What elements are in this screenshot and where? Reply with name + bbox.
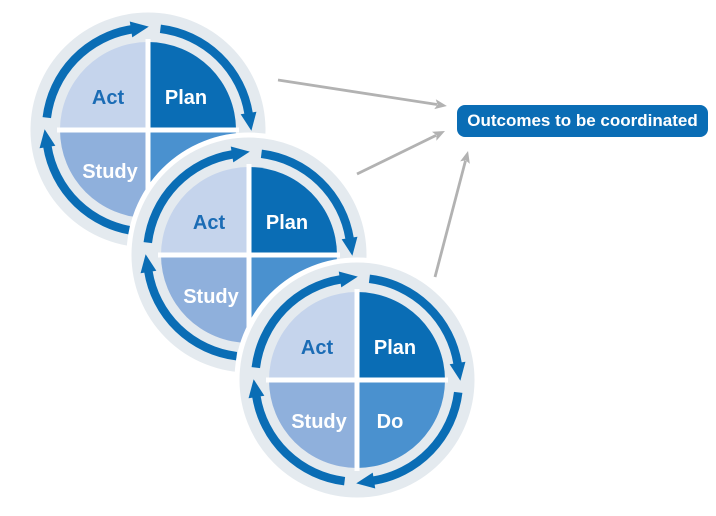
outcomes-box: Outcomes to be coordinated xyxy=(457,105,708,137)
act-label: Act xyxy=(301,337,334,359)
study-label: Study xyxy=(291,411,347,433)
plan-label: Plan xyxy=(266,212,308,234)
act-label: Act xyxy=(92,87,125,109)
connector-arrow-cycle1 xyxy=(277,78,447,110)
do-label: Do xyxy=(377,411,404,433)
connector-arrow-cycle2 xyxy=(356,131,445,176)
plan-label: Plan xyxy=(165,87,207,109)
study-label: Study xyxy=(183,286,239,308)
act-label: Act xyxy=(193,212,226,234)
plan-label: Plan xyxy=(374,337,416,359)
pdsa-cycle-3: Act Plan Study Do xyxy=(237,260,477,500)
pdsa-cycle-2: Act Plan Study xyxy=(129,135,369,375)
connector-arrow-cycle3 xyxy=(433,151,470,278)
study-label: Study xyxy=(82,161,138,183)
pdsa-cycle-1: Act Plan Study xyxy=(28,10,268,250)
